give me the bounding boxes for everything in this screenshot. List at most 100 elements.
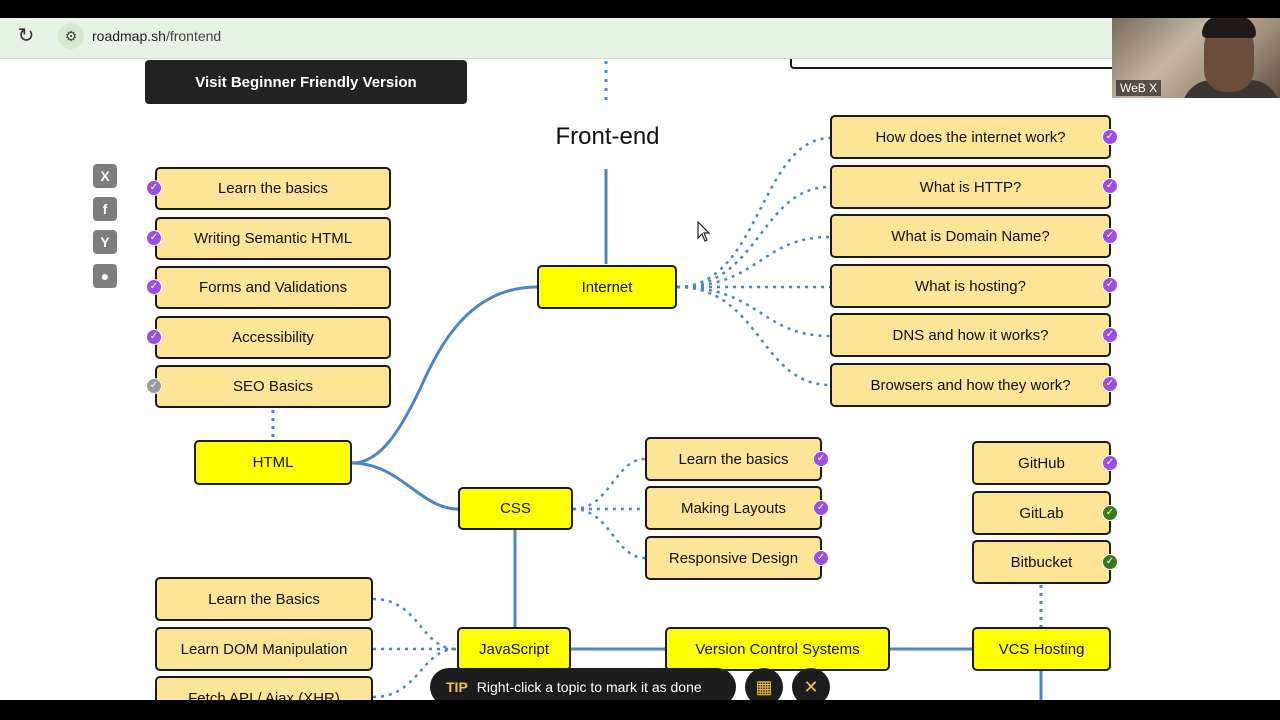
internet-topic-link-1 bbox=[676, 136, 831, 289]
webcam-label: WeB X bbox=[1116, 80, 1162, 96]
internet-topic-http[interactable]: What is HTTP? bbox=[830, 165, 1111, 209]
webcam-person-hair bbox=[1202, 18, 1256, 38]
done-check-icon: ✓ bbox=[1102, 455, 1118, 471]
node-label: CSS bbox=[500, 500, 531, 517]
internet-html-connector bbox=[351, 285, 538, 465]
bottom-letterbox bbox=[0, 700, 1280, 720]
partial-topic-node[interactable] bbox=[790, 59, 1116, 69]
hosting-topic-gitlab[interactable]: GitLab bbox=[972, 491, 1111, 535]
done-check-icon: ✓ bbox=[1102, 277, 1118, 293]
mouse-cursor-icon bbox=[697, 221, 711, 242]
ycombinator-icon[interactable]: Y bbox=[93, 230, 117, 254]
internet-topic-how-internet-works[interactable]: How does the internet work? bbox=[830, 115, 1111, 159]
done-check-icon: ✓ bbox=[146, 329, 162, 345]
css-topic-responsive[interactable]: Responsive Design bbox=[645, 536, 822, 580]
node-label: Internet bbox=[581, 278, 633, 296]
done-check-icon: ✓ bbox=[1102, 129, 1118, 145]
internet-node[interactable]: Internet bbox=[537, 265, 677, 309]
site-settings-icon[interactable]: ⚙ bbox=[58, 23, 84, 49]
js-topic-link-3 bbox=[372, 647, 458, 699]
topic-label: Learn the basics bbox=[678, 450, 789, 468]
done-check-icon: ✓ bbox=[1102, 505, 1118, 521]
topic-label: Browsers and how they work? bbox=[870, 376, 1071, 394]
internet-topic-link-3 bbox=[676, 235, 831, 289]
html-topic-learn-basics[interactable]: Learn the basics bbox=[155, 167, 391, 210]
html-topic-seo[interactable]: SEO Basics bbox=[155, 365, 391, 408]
css-topic-link-1 bbox=[572, 457, 646, 511]
topic-label: Fetch API / Ajax (XHR) bbox=[188, 689, 340, 701]
close-icon[interactable]: ✕ bbox=[792, 668, 830, 700]
topic-label: Learn the basics bbox=[217, 180, 329, 197]
facebook-icon[interactable]: f bbox=[93, 197, 117, 221]
internet-topic-hosting[interactable]: What is hosting? bbox=[830, 264, 1111, 308]
js-topic-dom[interactable]: Learn DOM Manipulation bbox=[155, 627, 373, 671]
topic-label: Learn DOM Manipulation bbox=[180, 640, 348, 658]
done-check-icon: ✓ bbox=[1102, 554, 1118, 570]
connector-lines bbox=[271, 61, 1043, 700]
topic-label: Bitbucket bbox=[1010, 553, 1073, 571]
done-check-icon: ✓ bbox=[146, 180, 162, 196]
roadmap-canvas: Visit Beginner Friendly Version Front-en… bbox=[0, 59, 1280, 700]
roadmap-title: Front-end bbox=[555, 123, 660, 150]
topic-label: DNS and how it works? bbox=[892, 326, 1049, 344]
topic-label: Learn the Basics bbox=[208, 590, 320, 608]
css-topic-learn-basics[interactable]: Learn the basics bbox=[645, 437, 822, 481]
html-css-connector bbox=[351, 461, 459, 511]
done-check-icon: ✓ bbox=[1102, 178, 1118, 194]
js-topic-fetch[interactable]: Fetch API / Ajax (XHR) bbox=[155, 676, 373, 700]
done-check-icon: ✓ bbox=[146, 230, 162, 246]
topic-label: Making Layouts bbox=[680, 499, 787, 517]
beginner-version-button[interactable]: Visit Beginner Friendly Version bbox=[145, 60, 467, 104]
css-topic-layouts[interactable]: Making Layouts bbox=[645, 486, 822, 530]
topic-label: What is Domain Name? bbox=[891, 227, 1050, 245]
done-check-icon: ✓ bbox=[1102, 376, 1118, 392]
url-host: roadmap.sh bbox=[92, 28, 166, 44]
topic-label: SEO Basics bbox=[232, 378, 314, 395]
internet-topic-browsers[interactable]: Browsers and how they work? bbox=[830, 363, 1111, 407]
tip-label: TIP bbox=[446, 679, 468, 695]
html-topic-forms[interactable]: Forms and Validations bbox=[155, 266, 391, 309]
pending-check-icon: ✓ bbox=[146, 378, 162, 394]
css-topic-link-3 bbox=[572, 507, 646, 560]
browser-toolbar: ↻ ⚙ roadmap.sh/frontend bbox=[0, 18, 1280, 59]
node-label: HTML bbox=[252, 454, 294, 471]
url-path: /frontend bbox=[165, 28, 222, 44]
topic-label: Forms and Validations bbox=[198, 279, 348, 296]
tip-text: Right-click a topic to mark it as done bbox=[476, 679, 702, 695]
topic-label: GitLab bbox=[1019, 504, 1064, 522]
topic-label: What is HTTP? bbox=[919, 178, 1022, 196]
html-topic-semantic-html[interactable]: Writing Semantic HTML bbox=[155, 217, 391, 260]
js-topic-learn-basics[interactable]: Learn the Basics bbox=[155, 577, 373, 621]
tip-banner: TIP Right-click a topic to mark it as do… bbox=[430, 668, 736, 700]
done-check-icon: ✓ bbox=[813, 451, 829, 467]
hosting-topic-bitbucket[interactable]: Bitbucket bbox=[972, 540, 1111, 584]
done-check-icon: ✓ bbox=[1102, 327, 1118, 343]
internet-topic-domain-name[interactable]: What is Domain Name? bbox=[830, 214, 1111, 258]
javascript-node[interactable]: JavaScript bbox=[457, 627, 571, 671]
topic-label: Responsive Design bbox=[668, 549, 799, 567]
done-check-icon: ✓ bbox=[1102, 228, 1118, 244]
node-label: Version Control Systems bbox=[695, 640, 860, 658]
html-topic-accessibility[interactable]: Accessibility bbox=[155, 316, 391, 359]
internet-topic-dns[interactable]: DNS and how it works? bbox=[830, 313, 1111, 357]
done-check-icon: ✓ bbox=[813, 500, 829, 516]
x-icon[interactable]: X bbox=[93, 164, 117, 188]
internet-topic-link-5 bbox=[676, 285, 831, 338]
vcs-hosting-node[interactable]: VCS Hosting bbox=[972, 627, 1111, 671]
reload-icon[interactable]: ↻ bbox=[17, 25, 35, 47]
node-label: JavaScript bbox=[478, 640, 550, 658]
topic-label: Writing Semantic HTML bbox=[193, 230, 353, 247]
topic-label: What is hosting? bbox=[915, 277, 1026, 295]
topic-label: GitHub bbox=[1018, 454, 1065, 472]
node-label: VCS Hosting bbox=[998, 640, 1085, 658]
hosting-topic-github[interactable]: GitHub bbox=[972, 441, 1111, 485]
topic-label: Accessibility bbox=[232, 329, 314, 346]
reddit-icon[interactable]: ● bbox=[93, 264, 117, 288]
html-node[interactable]: HTML bbox=[194, 440, 352, 485]
calendar-icon[interactable]: ▦ bbox=[745, 668, 783, 700]
js-topic-link-1 bbox=[372, 597, 458, 651]
vcs-node[interactable]: Version Control Systems bbox=[665, 627, 890, 671]
address-bar[interactable]: roadmap.sh/frontend bbox=[92, 28, 221, 44]
done-check-icon: ✓ bbox=[813, 550, 829, 566]
css-node[interactable]: CSS bbox=[458, 487, 573, 530]
